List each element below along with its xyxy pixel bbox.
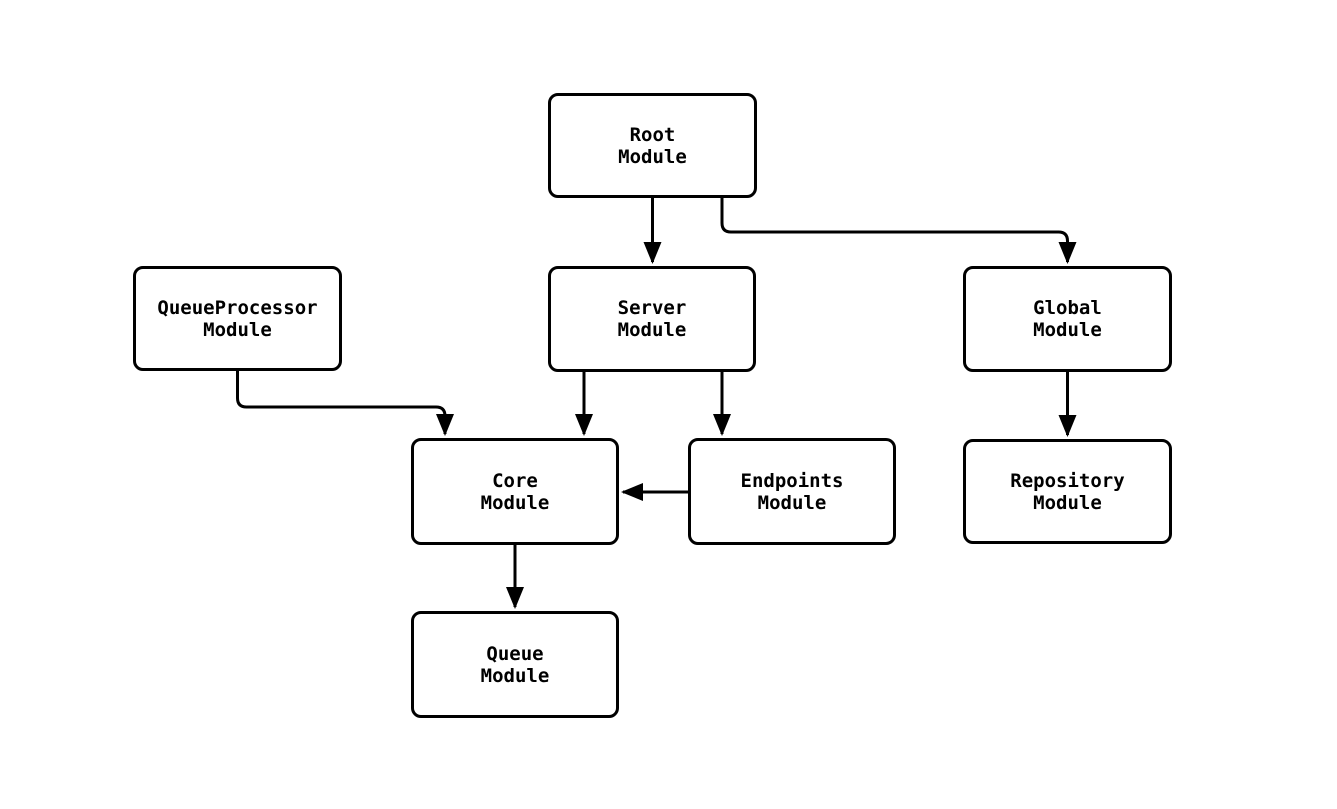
node-global-module-label: Global Module — [1033, 297, 1102, 341]
node-core-module-label: Core Module — [480, 469, 550, 514]
node-queue-module: Queue Module — [411, 611, 619, 718]
node-queueprocessor-module-label: QueueProcessor Module — [157, 296, 318, 341]
node-repository-module-label: Repository Module — [1010, 469, 1125, 514]
node-global-module: Global Module — [963, 266, 1172, 372]
node-endpoints-module: Endpoints Module — [688, 438, 896, 545]
node-endpoints-module-label: Endpoints Module — [740, 469, 844, 514]
edge-queueprocessor-to-core — [236, 371, 454, 436]
node-repository-module: Repository Module — [963, 439, 1172, 544]
node-server-module: Server Module — [548, 266, 756, 372]
node-root-module: Root Module — [548, 93, 757, 198]
node-server-module-label: Server Module — [617, 297, 687, 341]
node-core-module: Core Module — [411, 438, 619, 545]
node-queueprocessor-module: QueueProcessor Module — [133, 266, 342, 371]
edge-root-to-global — [720, 198, 1077, 264]
node-root-module-label: Root Module — [618, 123, 687, 168]
node-queue-module-label: Queue Module — [480, 642, 550, 687]
